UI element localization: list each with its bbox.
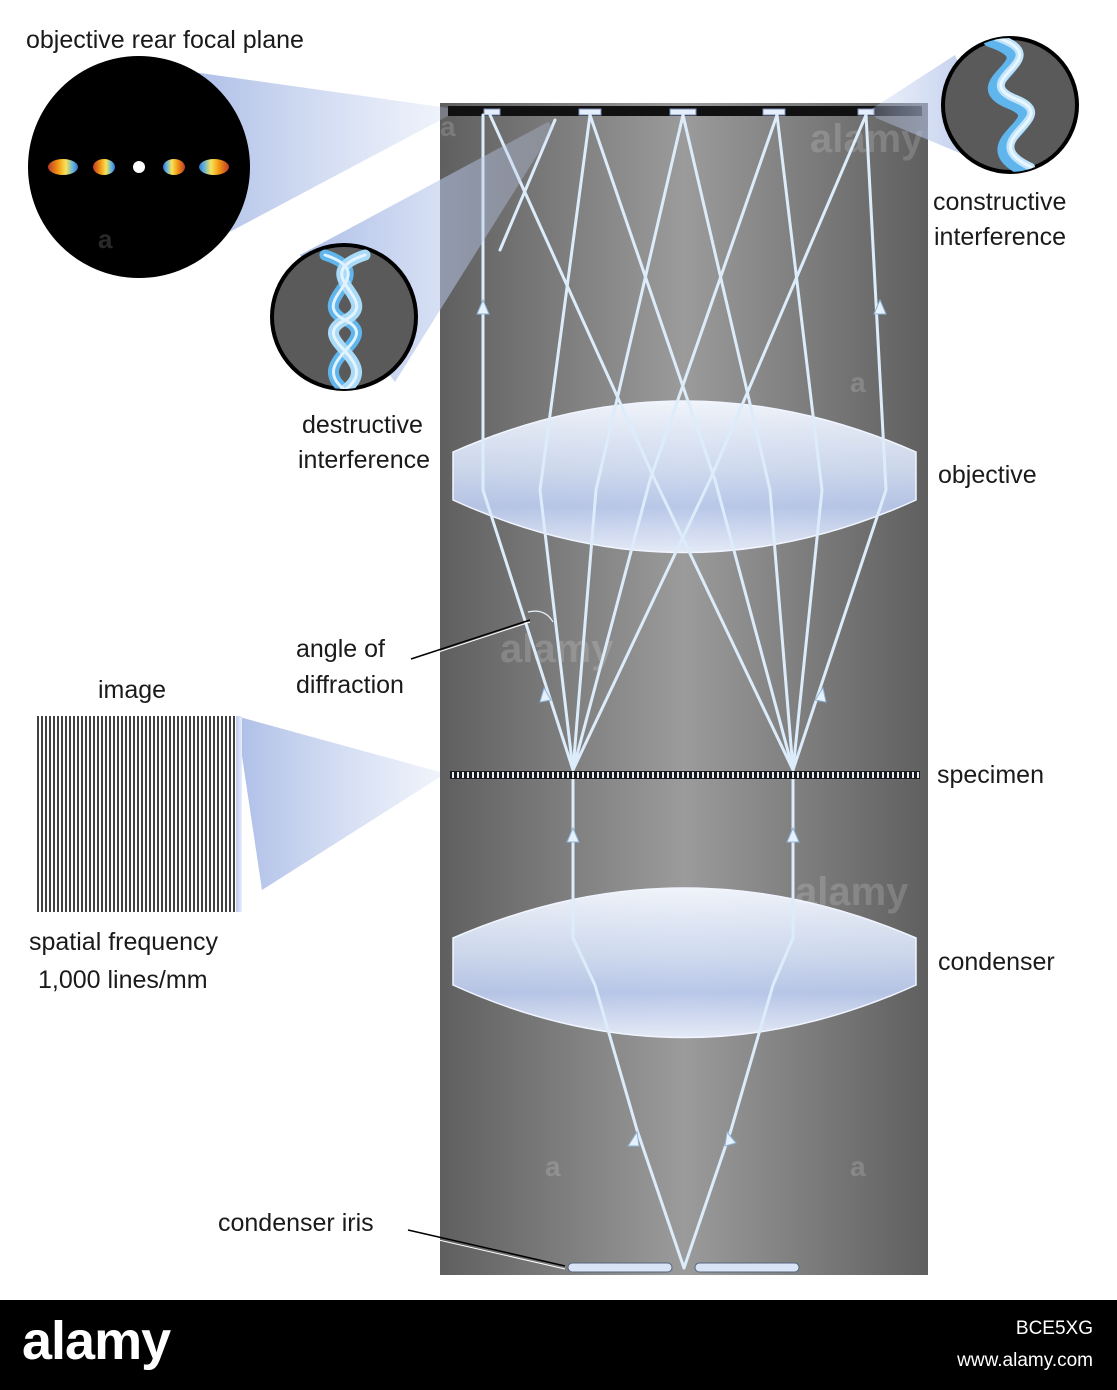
image-grating-backdrop (236, 716, 242, 912)
objective-lens (452, 400, 917, 554)
specimen-grating (450, 771, 920, 779)
label-objective: objective (938, 461, 1037, 489)
label-condenser-iris: condenser iris (218, 1209, 374, 1237)
condenser-iris-right (694, 1262, 800, 1273)
destructive-interference-magnifier (270, 243, 418, 391)
microscope-diffraction-diagram: a a alamy a alamy a a alamy a a (26, 26, 1079, 1275)
label-destructive: destructive (302, 411, 423, 439)
rear-focal-plane-magnifier: a (28, 56, 250, 278)
label-image: image (98, 676, 166, 704)
footer-image-id: BCE5XG (1015, 1318, 1093, 1339)
label-condenser: condenser (938, 948, 1055, 976)
svg-text:a: a (98, 224, 113, 254)
angle-arc (527, 610, 554, 623)
diffraction-spot-minus1 (93, 159, 115, 175)
svg-text:a: a (850, 367, 866, 398)
condenser-iris-left (567, 1262, 673, 1273)
rear-focal-plane-beam (193, 72, 448, 245)
svg-text:a: a (100, 621, 116, 652)
label-diffraction: diffraction (296, 671, 404, 699)
svg-text:a: a (850, 1151, 866, 1182)
label-constructive: constructive (933, 188, 1066, 216)
iris-leader-line-white (407, 1232, 566, 1270)
image-grating-lines (37, 716, 235, 912)
diffraction-spot-minus2 (48, 159, 78, 175)
footer-bar: alamy BCE5XG www.alamy.com (0, 1300, 1117, 1390)
angle-leader-line-white (410, 621, 531, 662)
microscope-column (440, 103, 928, 1275)
label-destructive-interference: interference (298, 446, 430, 474)
diffraction-spot-plus1 (163, 159, 185, 175)
label-lines-per-mm: 1,000 lines/mm (38, 966, 208, 994)
iris-leader-line-black (407, 1229, 566, 1267)
svg-text:a: a (440, 111, 456, 142)
ray-arrows (476, 298, 887, 1147)
label-specimen: specimen (937, 761, 1044, 789)
label-spatial-frequency: spatial frequency (29, 928, 219, 956)
image-beam (236, 716, 440, 890)
footer-url: www.alamy.com (957, 1350, 1093, 1371)
label-constructive-interference: interference (934, 223, 1066, 251)
light-rays (481, 113, 888, 1270)
label-rear-focal-plane: objective rear focal plane (26, 26, 304, 54)
specimen-grating-ticks (452, 772, 919, 778)
label-angle-of: angle of (296, 635, 385, 663)
svg-text:a: a (545, 1151, 561, 1182)
diffraction-spot-zero (133, 161, 145, 173)
angle-leader-line (410, 619, 531, 660)
constructive-interference-magnifier (941, 36, 1079, 174)
diffraction-spot-plus2 (199, 159, 229, 175)
footer-brand-logo: alamy (22, 1311, 171, 1371)
condenser-lens (452, 887, 917, 1039)
